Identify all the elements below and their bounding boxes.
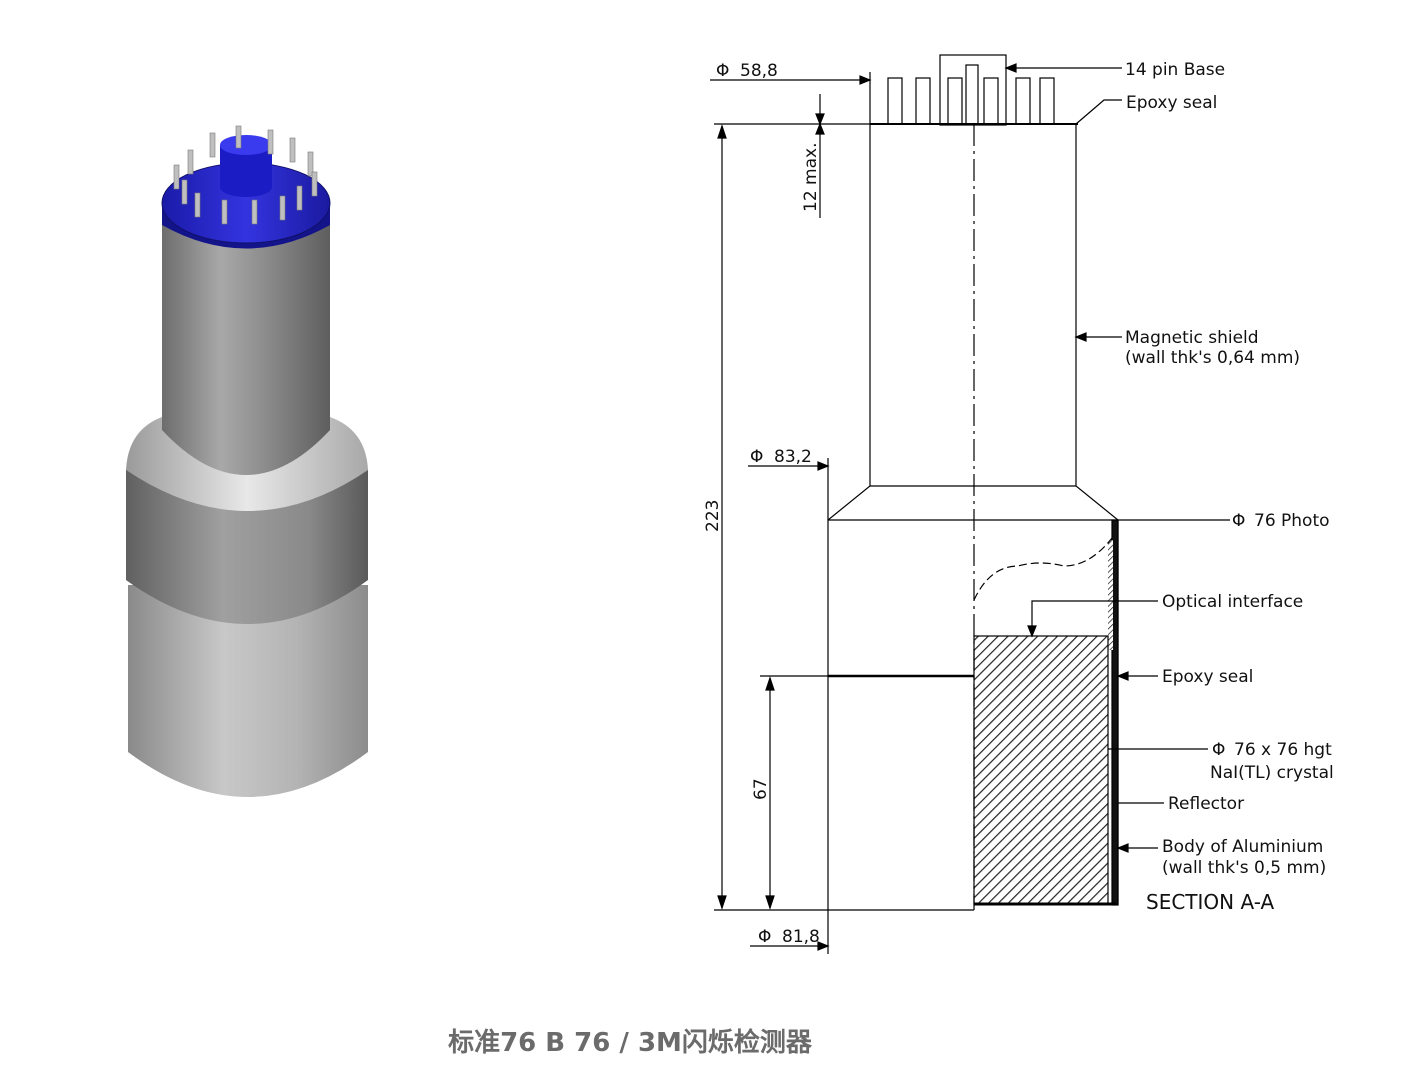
shield-outline [827, 124, 871, 910]
phi-symbol: Φ [1232, 511, 1245, 531]
drawing-labels: Φ 58,8 12 max. 223 Φ 83,2 67 Φ 81,8 14 p… [703, 60, 1334, 947]
dim-mid-diameter: 83,2 [774, 447, 812, 467]
middle-band [126, 470, 368, 624]
phi-symbol: Φ [716, 61, 729, 81]
upper-tube [162, 205, 330, 475]
base-key-bottom [220, 177, 272, 197]
base-pins [173, 125, 318, 225]
dim-67: 67 [751, 778, 771, 800]
label-magnetic-shield: Magnetic shield [1125, 328, 1259, 348]
nai-crystal [973, 635, 1109, 905]
detector-3d-render [126, 125, 368, 797]
phi-symbol: Φ [1212, 740, 1225, 760]
base-key-top [220, 135, 272, 155]
label-body-aluminium: Body of Aluminium [1162, 837, 1323, 857]
phi-symbol: Φ [750, 447, 763, 467]
label-epoxy-seal-top: Epoxy seal [1126, 93, 1217, 113]
label-optical-interface: Optical interface [1162, 592, 1303, 612]
label-crystal-size: 76 x 76 hgt [1234, 740, 1332, 760]
dim-overall-height: 223 [703, 500, 723, 532]
label-crystal-type: NaI(TL) crystal [1210, 763, 1334, 783]
label-body-wall: (wall thk's 0,5 mm) [1162, 858, 1326, 878]
lower-body [128, 585, 368, 797]
label-epoxy-seal-side: Epoxy seal [1162, 667, 1253, 687]
technical-drawing [710, 54, 1230, 954]
label-photo: 76 Photo [1254, 511, 1330, 531]
label-magnetic-shield-wall: (wall thk's 0,64 mm) [1125, 348, 1300, 368]
dim-12-max: 12 max. [801, 143, 821, 212]
pin-base-drawing [870, 54, 1078, 126]
phi-symbol: Φ [758, 927, 771, 947]
dim-bottom-diameter: 81,8 [782, 927, 820, 947]
dim-top-diameter: 58,8 [740, 61, 778, 81]
figure-caption: 标准76 B 76 / 3M闪烁检测器 [448, 1028, 812, 1058]
section-title: SECTION A-A [1146, 890, 1274, 914]
label-reflector: Reflector [1168, 794, 1244, 814]
label-pin-base: 14 pin Base [1125, 60, 1225, 80]
detector-figure: Φ 58,8 12 max. 223 Φ 83,2 67 Φ 81,8 14 p… [126, 54, 1334, 954]
